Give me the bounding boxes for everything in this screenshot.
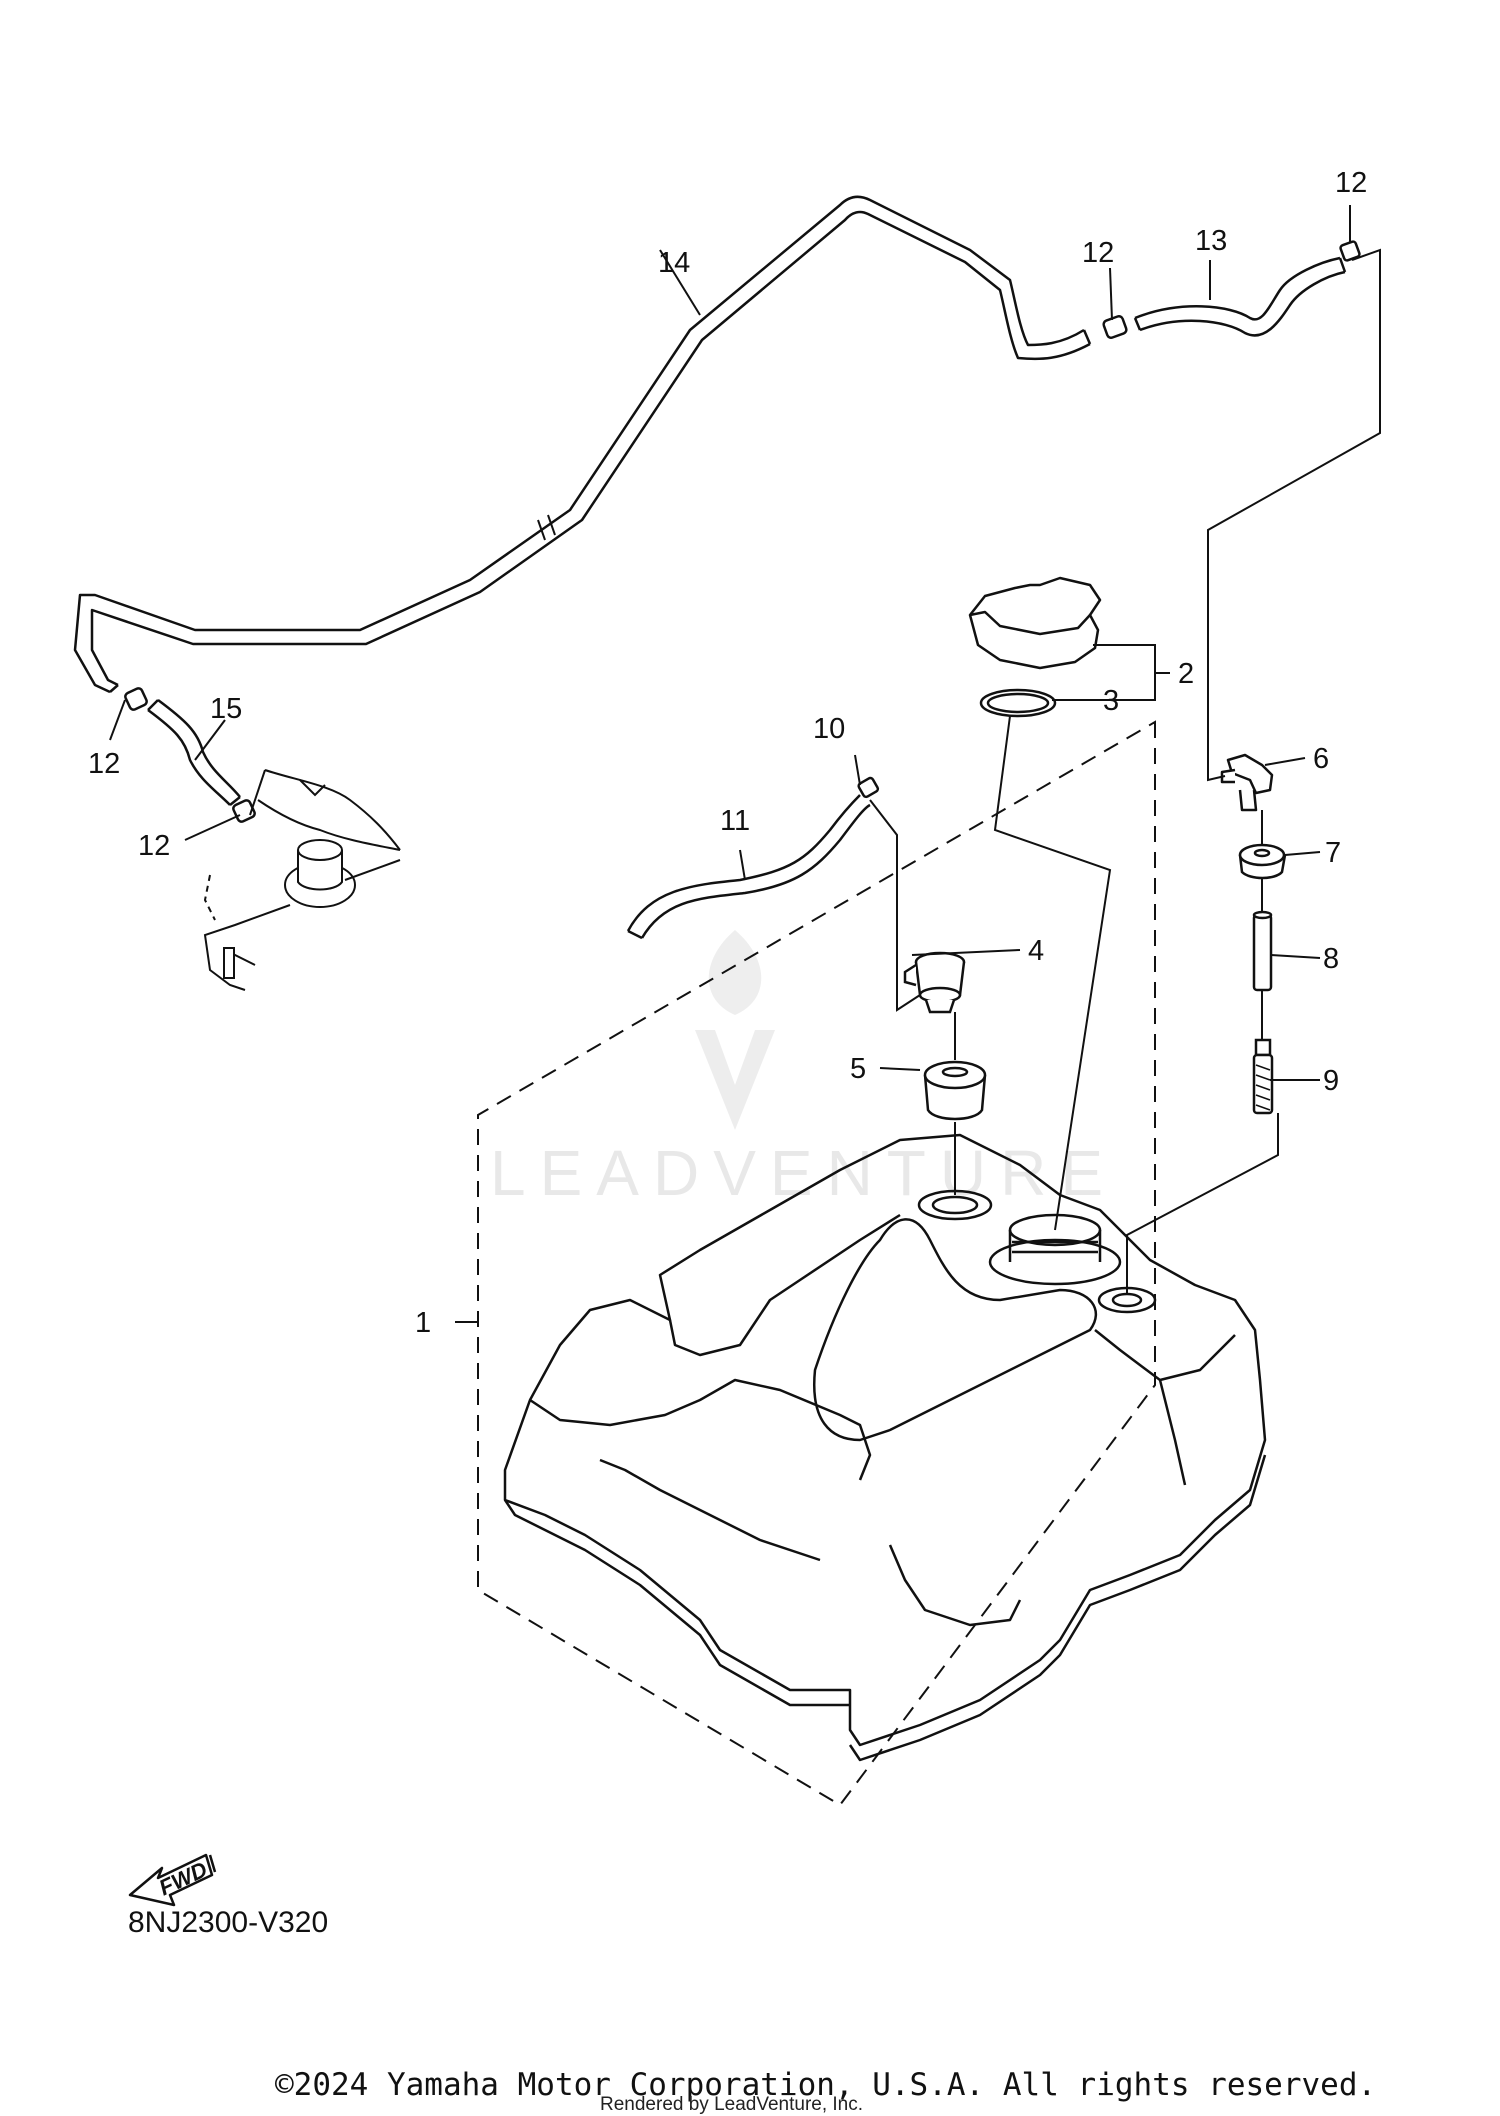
grommet-5 [923, 1060, 987, 1121]
callout-12-top-right: 12 [1335, 167, 1367, 199]
callout-15: 15 [210, 693, 242, 725]
pipe-8 [1252, 910, 1273, 992]
fwd-arrow-icon: FWD [128, 1853, 217, 1907]
callout-2: 2 [1178, 658, 1194, 690]
fwd-label: FWD [155, 1857, 211, 1901]
rendered-by-note: Rendered by LeadVenture, Inc. [600, 2094, 864, 2115]
watermark-text: LEADVENTURE [490, 1137, 1117, 1209]
hose-13 [1133, 256, 1347, 337]
filler-neck [988, 1213, 1122, 1286]
callout-12-top-center: 12 [1082, 237, 1114, 269]
callout-10: 10 [813, 713, 845, 745]
callout-12-lower-left: 12 [138, 830, 170, 862]
o-ring [979, 688, 1057, 718]
callout-1: 1 [415, 1307, 431, 1339]
copyright-notice: ©2024 Yamaha Motor Corporation, U.S.A. A… [275, 2067, 1377, 2103]
elbow-joint [1220, 753, 1274, 812]
engine-area-sketch [203, 769, 401, 991]
callout-13: 13 [1195, 225, 1227, 257]
breather-pipe-14 [73, 195, 1092, 694]
grommet-7 [1238, 843, 1287, 880]
callout-11: 11 [720, 805, 750, 837]
assembly-boundary [477, 720, 1156, 1807]
sender-unit [903, 951, 966, 1014]
callout-7: 7 [1325, 837, 1341, 869]
clamps-12 [124, 240, 1361, 823]
callout-labels: 1 2 3 4 5 6 7 8 9 10 11 12 12 12 12 13 1… [88, 167, 1367, 1339]
callout-9: 9 [1323, 1065, 1339, 1097]
clamp-10 [857, 776, 880, 799]
callout-5: 5 [850, 1053, 866, 1085]
callout-6: 6 [1313, 743, 1329, 775]
hose-11 [626, 794, 871, 940]
hose-15 [147, 698, 241, 806]
diagram-code: 8NJ2300-V320 [128, 1906, 328, 1939]
fuel-cap [968, 576, 1102, 670]
callout-14: 14 [658, 247, 690, 279]
callout-4: 4 [1028, 935, 1044, 967]
callout-3: 3 [1103, 685, 1119, 717]
leader-lines [109, 205, 1381, 1323]
fuel-tank [503, 1133, 1267, 1762]
watermark-logo: LEADVENTURE [490, 930, 1117, 1209]
callout-8: 8 [1323, 943, 1339, 975]
fuel-filter [1252, 1038, 1274, 1115]
callout-12-left: 12 [88, 748, 120, 780]
